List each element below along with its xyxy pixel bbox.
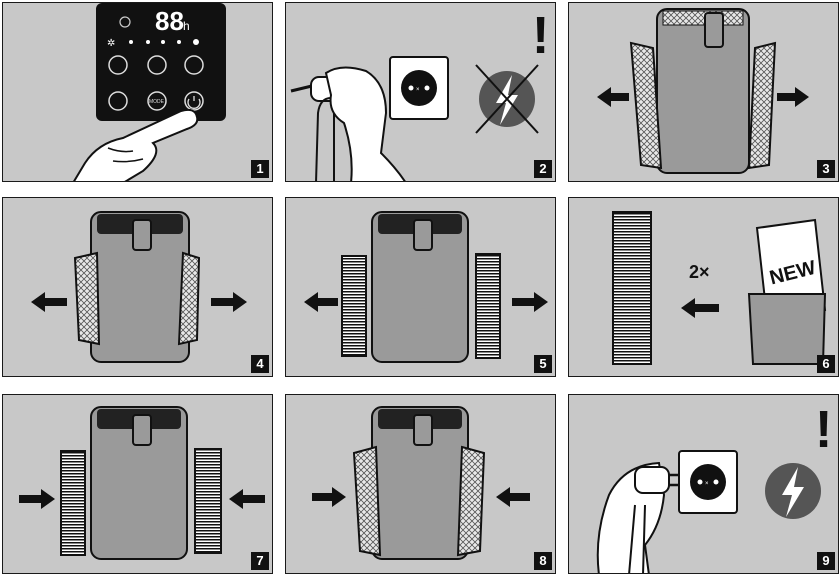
new-filters-illustration: 2× NEW	[612, 211, 827, 365]
auto-button-icon	[147, 55, 167, 75]
cross-out-icon	[475, 64, 539, 134]
left-cover-panel	[629, 41, 663, 170]
power-cord	[628, 504, 646, 573]
handle	[413, 219, 433, 251]
pointing-hand-icon	[73, 108, 199, 181]
left-hepa-filter	[60, 450, 86, 556]
step-5-panel: 5	[285, 197, 556, 377]
step-number: 4	[251, 355, 269, 373]
arrow-right-icon	[777, 87, 809, 107]
svg-text:×: ×	[705, 481, 709, 487]
timer-icon	[119, 16, 131, 28]
step-9-panel: × ! 9	[568, 394, 839, 574]
right-cover-panel	[747, 41, 777, 170]
left-cover-panel	[352, 445, 382, 557]
step-7-panel: 7	[2, 394, 273, 574]
warning-mark: !	[815, 401, 832, 459]
indicator-dot	[129, 40, 133, 44]
step-number: 5	[534, 355, 552, 373]
svg-text:×: ×	[416, 87, 420, 93]
step-number: 8	[534, 552, 552, 570]
step-3-panel: 3	[568, 2, 839, 182]
mode-button	[147, 91, 167, 111]
left-hepa-filter	[341, 255, 367, 357]
arrow-right-icon	[312, 487, 346, 507]
hand-icon	[324, 66, 406, 181]
indicator-dot	[177, 40, 181, 44]
plug-in-illustration: × !	[596, 401, 832, 573]
indicator-dot	[146, 40, 150, 44]
fan-speed-button-icon	[184, 55, 204, 75]
right-filter	[177, 251, 201, 346]
left-filter	[73, 251, 101, 346]
pull-out-filters-illustration	[304, 211, 548, 363]
right-hepa-filter	[194, 448, 222, 554]
filter-bag	[747, 293, 827, 365]
arrow-right-icon	[512, 292, 548, 312]
purifier-body	[371, 211, 469, 363]
insert-filters-illustration	[19, 406, 265, 560]
arrow-left-icon	[229, 489, 265, 509]
step-number: 9	[817, 552, 835, 570]
handle	[413, 414, 433, 446]
handle	[132, 219, 152, 251]
count-label: 2×	[689, 262, 710, 282]
timer-button-icon	[108, 91, 128, 111]
step-8-panel: 8	[285, 394, 556, 574]
right-hepa-filter	[475, 253, 501, 359]
arrow-right-icon	[211, 292, 247, 312]
old-filter	[612, 211, 652, 365]
step-number: 1	[251, 160, 269, 178]
unplug-illustration: × !	[290, 7, 549, 181]
step-4-panel: 4	[2, 197, 273, 377]
plug-icon	[634, 466, 670, 494]
step-number: 3	[817, 160, 835, 178]
filter-button-icon	[108, 55, 128, 75]
remove-filters-illustration	[31, 211, 247, 363]
control-panel-illustration: 88 h ✲ MODE	[73, 3, 226, 181]
attach-covers-illustration	[312, 406, 530, 560]
display-unit: h	[183, 19, 190, 33]
arrow-left-icon	[597, 87, 629, 107]
purifier-top-grille	[662, 10, 744, 26]
fan-icon: ✲	[107, 38, 115, 49]
remove-covers-illustration	[597, 8, 809, 174]
step-number: 7	[251, 552, 269, 570]
power-button-icon	[184, 91, 204, 111]
power-symbol-icon	[187, 96, 201, 109]
step-number: 6	[817, 355, 835, 373]
step-1-panel: 88 h ✲ MODE 1	[2, 2, 273, 182]
arrow-left-icon	[496, 487, 530, 507]
arrow-right-icon	[19, 489, 55, 509]
step-number: 2	[534, 160, 552, 178]
warning-mark: !	[532, 7, 549, 65]
arrow-left-icon	[31, 292, 67, 312]
step-6-panel: 2× NEW 6	[568, 197, 839, 377]
purifier-body	[656, 8, 750, 174]
indicator-dot	[161, 40, 165, 44]
mode-button-label: MODE	[149, 99, 165, 105]
right-cover-panel	[456, 445, 486, 557]
display-digits: 88	[155, 6, 184, 36]
arrow-left-icon	[304, 292, 338, 312]
handle	[704, 12, 724, 48]
purifier-body	[90, 406, 188, 560]
step-2-panel: × ! 2	[285, 2, 556, 182]
power-cord	[315, 97, 335, 181]
handle	[132, 414, 152, 446]
arrow-left-icon	[681, 298, 719, 318]
indicator-dot	[193, 39, 199, 45]
